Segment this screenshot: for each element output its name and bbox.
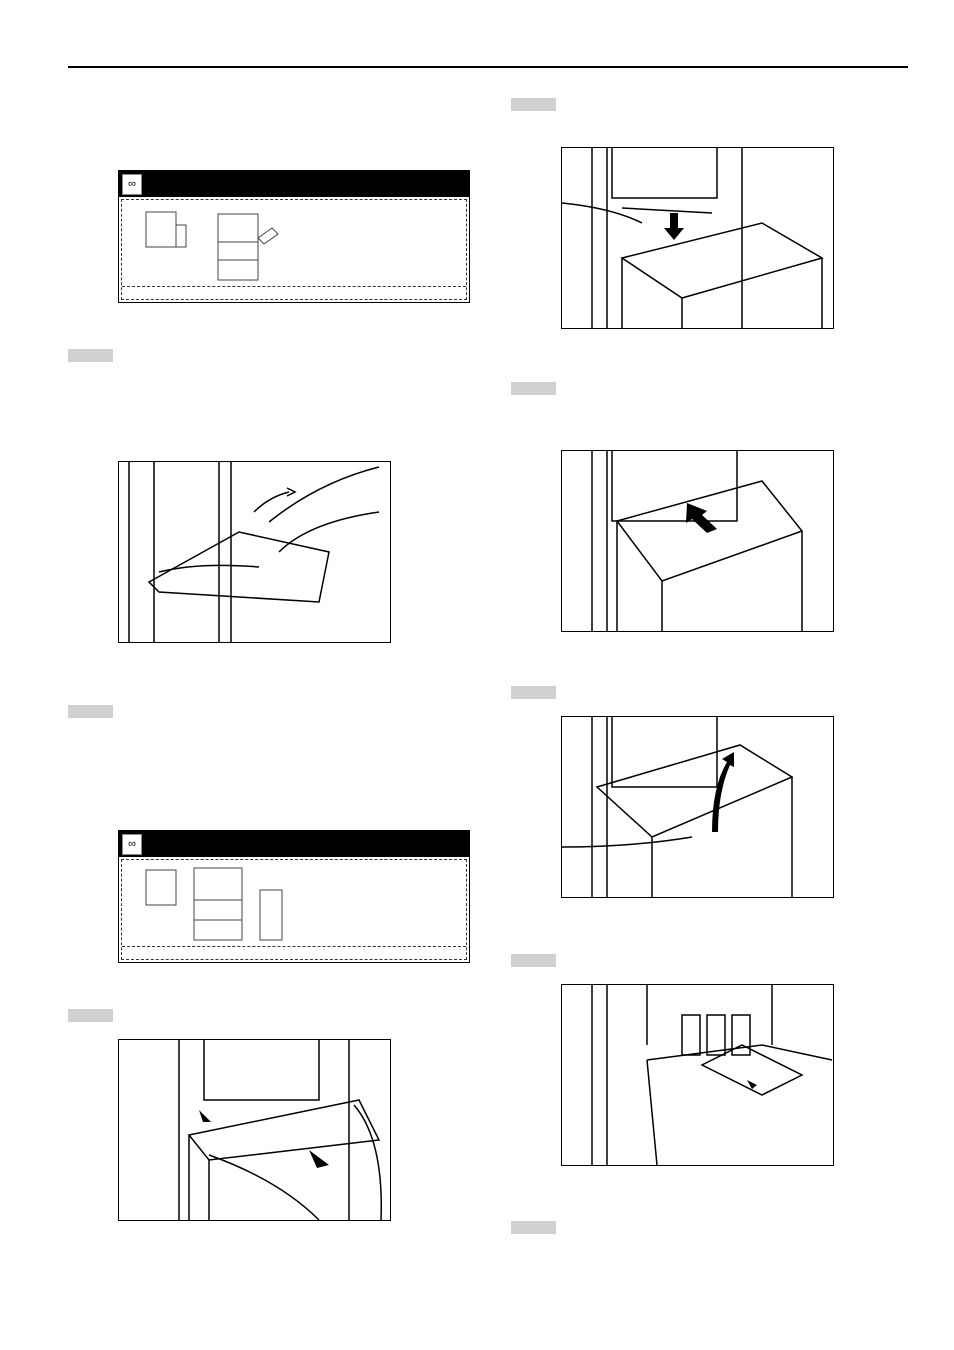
step-marker xyxy=(68,349,113,362)
header-rule xyxy=(68,66,908,68)
jam-screen-panel: ∞ xyxy=(118,170,470,303)
step-marker xyxy=(511,382,556,395)
jam-screen-panel: ∞ xyxy=(118,830,470,963)
finisher-cover-illustration xyxy=(118,1039,391,1221)
paper-jam-icon: ∞ xyxy=(122,174,142,195)
step-marker xyxy=(511,1221,556,1234)
copier-finisher-diagram-icon xyxy=(145,867,283,941)
bypass-tray-illustration xyxy=(118,461,391,643)
copier-diagram-icon xyxy=(145,211,279,281)
step-marker xyxy=(68,1009,113,1022)
remove-jammed-paper-illustration xyxy=(561,984,834,1166)
open-cover-illustration xyxy=(561,716,834,898)
paper-jam-icon: ∞ xyxy=(122,834,142,855)
close-cover-illustration xyxy=(561,450,834,632)
step-marker xyxy=(511,98,556,111)
step-marker xyxy=(511,954,556,967)
remove-paper-illustration xyxy=(561,147,834,329)
step-marker xyxy=(511,686,556,699)
step-marker xyxy=(68,705,113,718)
